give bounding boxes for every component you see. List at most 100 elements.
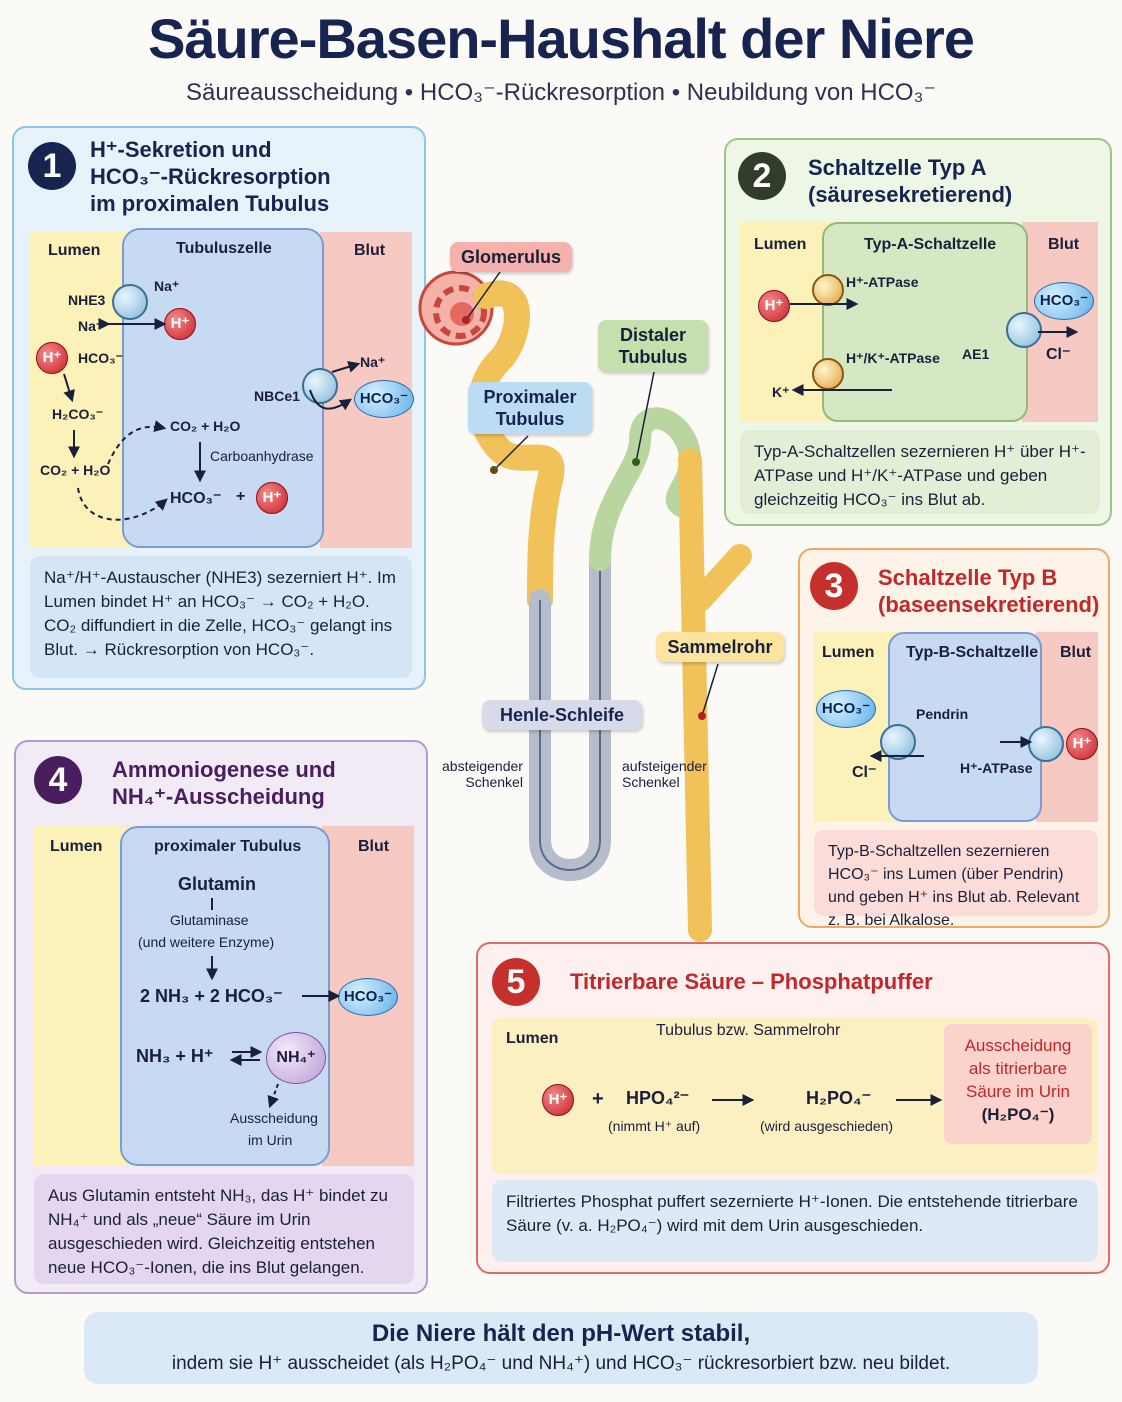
lumen-zone: [30, 232, 130, 548]
distal-tag-line-2: Tubulus: [618, 347, 688, 367]
proximal-tubulus-tag: Proximaler Tubulus: [468, 382, 592, 434]
ascending-line-1: aufsteigender: [622, 758, 707, 774]
panel-3-arrows: [869, 736, 1033, 762]
nbce1-transporter: [302, 368, 338, 404]
panel-1-description: Na⁺/H⁺-Austauscher (NHE3) sezerniert H⁺.…: [30, 556, 412, 678]
henle-schleife-tag: Henle-Schleife: [482, 700, 642, 730]
glomerulus-tag: Glomerulus: [450, 242, 572, 272]
co2-h2o-cell-label: CO₂ + H₂O: [170, 418, 241, 434]
result-line-1: Ausscheidung: [964, 1036, 1072, 1055]
footer-banner: Die Niere hält den pH-Wert stabil, indem…: [84, 1312, 1038, 1384]
segment-label: Tubulus bzw. Sammelrohr: [656, 1022, 841, 1039]
pendrin-transporter: [880, 724, 916, 760]
proximal-tag-line-1: Proximaler: [483, 387, 577, 407]
h-ion: H⁺: [1066, 728, 1098, 760]
ae1-label: AE1: [962, 346, 990, 362]
na-in-label: Na⁺: [154, 278, 180, 294]
distal-tubulus-shape: [589, 407, 702, 571]
panel-3-title: Schaltzelle Typ B (baseensekretierend): [878, 564, 1099, 618]
panel-4-arrows: [206, 898, 341, 1109]
blood-label: Blut: [1060, 644, 1092, 661]
h-ion-lumen: H⁺: [36, 342, 68, 374]
panel-2-description: Typ-A-Schaltzellen sezernieren H⁺ über H…: [740, 430, 1100, 514]
k-ion-label: K⁺: [772, 384, 790, 400]
panel-2-title-line-2: (säuresekretierend): [808, 182, 1013, 207]
panel-2-title: Schaltzelle Typ A (säuresekretierend): [808, 154, 1012, 208]
panel-4-title-line-2: NH₄⁺-Ausscheidung: [112, 784, 325, 809]
plus-sign: +: [592, 1088, 604, 1110]
cl-label: Cl⁻: [1046, 346, 1071, 363]
sammelrohr-tag: Sammelrohr: [656, 632, 784, 662]
proximal-cell: [120, 826, 330, 1166]
hco3-ion: HCO₃⁻: [1034, 282, 1094, 320]
cell-label: proximaler Tubulus: [154, 838, 302, 855]
products-label: 2 NH₃ + 2 HCO₃⁻: [140, 986, 283, 1006]
hco3-blood-ion: HCO₃⁻: [338, 978, 398, 1016]
pendrin-label: Pendrin: [916, 706, 969, 722]
page-title: Säure-Basen-Haushalt der Niere: [148, 7, 975, 70]
cl-label: Cl⁻: [852, 764, 877, 781]
plus-sign: +: [236, 488, 246, 505]
urine-label: im Urin: [248, 1132, 293, 1148]
cell-label: Typ-A-Schaltzelle: [864, 236, 997, 253]
hpo4-note: (nimmt H⁺ auf): [608, 1118, 701, 1134]
lumen-zone: [740, 222, 836, 422]
panel-number-5: 5: [492, 958, 540, 1006]
panel-schaltzelle-a: 2 Schaltzelle Typ A (säuresekretierend) …: [724, 138, 1112, 526]
cell-label: Typ-B-Schaltzelle: [906, 644, 1039, 661]
h-ion: H⁺: [542, 1084, 574, 1116]
enzymes-label: (und weitere Enzyme): [138, 934, 275, 950]
hco3-cell-label: HCO₃⁻: [170, 490, 222, 507]
panel-number-1: 1: [28, 142, 76, 190]
cell-label: Tubuluszelle: [176, 240, 272, 257]
panel-number-4: 4: [34, 756, 82, 804]
nbce1-label: NBCe1: [254, 388, 300, 404]
proximal-tubulus-shape: [468, 280, 565, 613]
cell-a: [822, 222, 1028, 422]
h2po4-note: (wird ausgeschieden): [760, 1118, 894, 1134]
nhe3-label: NHE3: [68, 292, 106, 308]
descending-limb-label: absteigender Schenkel: [442, 758, 523, 790]
panel-5-description: Filtriertes Phosphat puffert sezernierte…: [492, 1180, 1098, 1262]
result-line-2: als titrierbare: [968, 1059, 1068, 1078]
panel-4-title: Ammoniogenese und NH₄⁺-Ausscheidung: [112, 756, 336, 810]
carboanhydrase-label: Carboanhydrase: [210, 448, 314, 464]
distal-tubulus-tag: Distaler Tubulus: [598, 320, 708, 372]
na-blood-label: Na⁺: [360, 354, 386, 370]
footer-headline: Die Niere hält den pH-Wert stabil,: [371, 1320, 751, 1347]
h-atpase-transporter: [1028, 726, 1064, 762]
lumen-label: Lumen: [822, 644, 875, 661]
proximal-tag-line-2: Tubulus: [495, 409, 565, 429]
hco3-ion: HCO₃⁻: [816, 690, 876, 728]
panel-1-title-line-2: HCO₃⁻-Rückresorption: [90, 164, 331, 189]
result-box: Ausscheidung als titrierbare Säure im Ur…: [944, 1024, 1092, 1144]
panel-proximal-tubulus: 1 H⁺-Sekretion und HCO₃⁻-Rückresorption …: [12, 126, 426, 690]
panel-1-title: H⁺-Sekretion und HCO₃⁻-Rückresorption im…: [90, 136, 331, 217]
panel-4-description: Aus Glutamin entsteht NH₃, das H⁺ bindet…: [34, 1174, 414, 1284]
lumen-label: Lumen: [48, 242, 101, 259]
result-line-4: (H₂PO₄⁻): [981, 1105, 1055, 1124]
h2po4-label: H₂PO₄⁻: [806, 1088, 872, 1108]
hk-atpase-pump: [812, 358, 844, 390]
h-atpase-label: H⁺-ATPase: [960, 760, 1033, 776]
co2-h2o-lumen-label: CO₂ + H₂O: [40, 462, 111, 478]
lumen-label: Lumen: [754, 236, 807, 253]
panel-number-2: 2: [738, 152, 786, 200]
panel-4-title-line-1: Ammoniogenese und: [112, 757, 336, 782]
glutaminase-label: Glutaminase: [170, 912, 249, 928]
ascending-line-2: Schenkel: [622, 774, 680, 790]
panel-3-title-line-2: (baseensekretierend): [878, 592, 1100, 617]
blood-label: Blut: [354, 242, 386, 259]
nh3-h-label: NH₃ + H⁺: [136, 1046, 214, 1066]
nh4-ion: NH₄⁺: [266, 1032, 326, 1084]
h-ion: H⁺: [758, 290, 790, 322]
hco3-blood-ion: HCO₃⁻: [354, 380, 414, 418]
panel-2-title-line-1: Schaltzelle Typ A: [808, 155, 987, 180]
panel-schaltzelle-b: 3 Schaltzelle Typ B (baseensekretierend)…: [798, 548, 1110, 929]
panel-1-arrows: [63, 318, 361, 521]
panel-5-title: Titrierbare Säure – Phosphatpuffer: [570, 969, 933, 994]
hpo4-label: HPO₄²⁻: [626, 1088, 690, 1108]
page-subtitle: Säureausscheidung • HCO₃⁻-Rückresorption…: [185, 79, 937, 106]
panel-2-arrows: [790, 298, 1079, 396]
